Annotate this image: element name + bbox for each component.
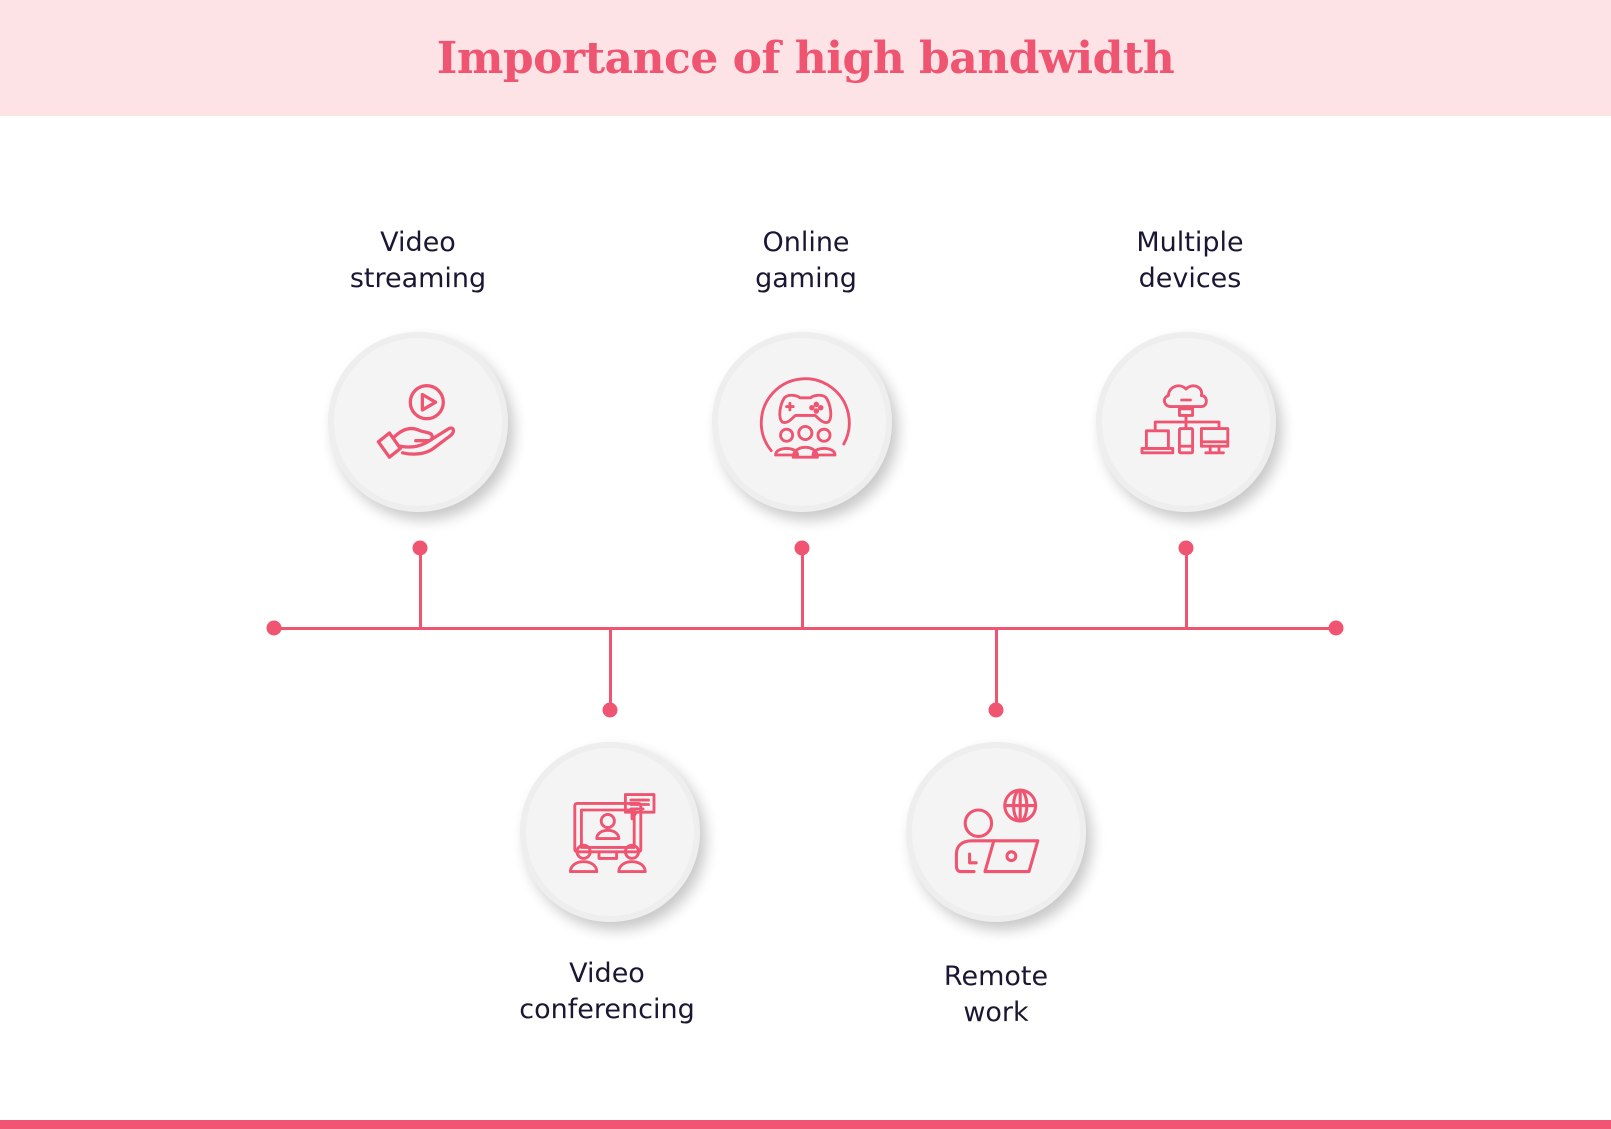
cloud-devices-icon <box>1140 384 1230 455</box>
hand-play-icon <box>376 384 456 459</box>
connector-online-gaming <box>801 548 804 628</box>
label-line: Online <box>762 227 850 258</box>
node-video-streaming <box>328 332 508 512</box>
label-line: Multiple <box>1136 227 1244 258</box>
footer-accent-bar <box>0 1120 1611 1129</box>
connector-dot-video-conferencing <box>602 702 618 718</box>
label-video-streaming: Video streaming <box>288 225 548 297</box>
label-line: streaming <box>349 263 487 294</box>
label-multiple-devices: Multiple devices <box>1060 225 1320 297</box>
connector-video-streaming <box>419 548 422 628</box>
connector-dot-video-streaming <box>412 540 428 556</box>
timeline-axis <box>274 627 1336 630</box>
label-line: devices <box>1138 263 1242 294</box>
label-remote-work: Remote work <box>866 959 1126 1031</box>
connector-dot-multiple-devices <box>1178 540 1194 556</box>
node-online-gaming <box>712 332 892 512</box>
node-video-conferencing <box>520 742 700 922</box>
header-banner: Importance of high bandwidth <box>0 0 1611 116</box>
node-multiple-devices <box>1096 332 1276 512</box>
label-line: Video <box>569 958 645 989</box>
label-video-conferencing: Video conferencing <box>477 956 737 1028</box>
page-title: Importance of high bandwidth <box>436 32 1175 84</box>
label-line: work <box>963 997 1029 1028</box>
label-line: conferencing <box>519 994 695 1025</box>
video-conference-icon <box>568 793 656 874</box>
label-line: Video <box>380 227 456 258</box>
timeline-start-dot <box>266 620 282 636</box>
connector-multiple-devices <box>1185 548 1188 628</box>
label-line: gaming <box>755 263 857 294</box>
connector-video-conferencing <box>609 628 612 710</box>
timeline-end-dot <box>1328 620 1344 636</box>
label-online-gaming: Online gaming <box>676 225 936 297</box>
connector-remote-work <box>995 628 998 710</box>
node-remote-work <box>906 742 1086 922</box>
remote-work-globe-icon <box>954 788 1040 874</box>
label-line: Remote <box>943 961 1049 992</box>
connector-dot-online-gaming <box>794 540 810 556</box>
gamepad-group-icon <box>759 377 851 459</box>
connector-dot-remote-work <box>988 702 1004 718</box>
